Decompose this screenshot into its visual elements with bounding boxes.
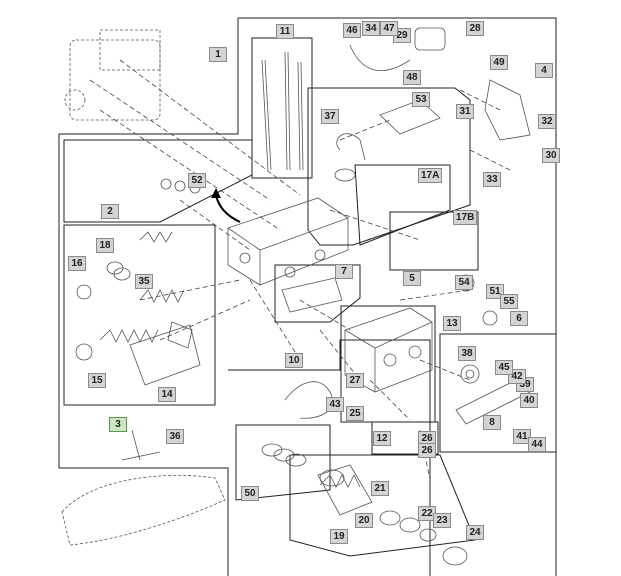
callout-23[interactable]: 23 xyxy=(433,513,451,528)
callout-14[interactable]: 14 xyxy=(158,387,176,402)
rods xyxy=(261,51,304,171)
callout-55[interactable]: 55 xyxy=(500,294,518,309)
box-left-lower xyxy=(63,224,216,406)
callout-47[interactable]: 47 xyxy=(380,21,398,36)
callout-54[interactable]: 54 xyxy=(455,275,473,290)
callout-27[interactable]: 27 xyxy=(346,373,364,388)
callout-3[interactable]: 3 xyxy=(109,417,127,432)
callout-16[interactable]: 16 xyxy=(68,256,86,271)
callout-35[interactable]: 35 xyxy=(135,274,153,289)
main-outline xyxy=(58,18,239,576)
valve-body xyxy=(227,197,349,286)
lower-outline xyxy=(228,339,431,576)
solenoid-parts xyxy=(334,27,531,182)
callout-30[interactable]: 30 xyxy=(542,148,560,163)
ghost-lever xyxy=(61,474,226,546)
callout-10[interactable]: 10 xyxy=(285,353,303,368)
callout-21[interactable]: 21 xyxy=(371,481,389,496)
callout-4[interactable]: 4 xyxy=(535,63,553,78)
callout-1[interactable]: 1 xyxy=(209,47,227,62)
callout-33[interactable]: 33 xyxy=(483,172,501,187)
box-19 xyxy=(289,454,476,557)
callout-46[interactable]: 46 xyxy=(343,23,361,38)
callout-36[interactable]: 36 xyxy=(166,429,184,444)
cartridge-20 xyxy=(317,464,373,516)
callout-37[interactable]: 37 xyxy=(321,109,339,124)
callout-51[interactable]: 51 xyxy=(486,284,504,299)
hose xyxy=(284,381,333,419)
callout-12[interactable]: 12 xyxy=(373,431,391,446)
box-6 xyxy=(439,333,557,453)
box-17a xyxy=(354,164,451,246)
callout-52[interactable]: 52 xyxy=(188,173,206,188)
callout-17b[interactable]: 17B xyxy=(453,210,478,225)
callout-17a[interactable]: 17A xyxy=(418,168,443,183)
callout-38[interactable]: 38 xyxy=(458,346,476,361)
callout-18[interactable]: 18 xyxy=(96,238,114,253)
callout-13[interactable]: 13 xyxy=(443,316,461,331)
callout-15[interactable]: 15 xyxy=(88,373,106,388)
callout-43[interactable]: 43 xyxy=(326,397,344,412)
callout-31[interactable]: 31 xyxy=(456,104,474,119)
callout-2[interactable]: 2 xyxy=(101,204,119,219)
callout-26b[interactable]: 26 xyxy=(418,443,436,458)
box-17b xyxy=(389,211,479,271)
callout-6[interactable]: 6 xyxy=(510,311,528,326)
callout-44[interactable]: 44 xyxy=(528,437,546,452)
callout-24[interactable]: 24 xyxy=(466,525,484,540)
callout-34[interactable]: 34 xyxy=(362,21,380,36)
springs xyxy=(99,231,361,488)
callout-40[interactable]: 40 xyxy=(520,393,538,408)
callout-45[interactable]: 45 xyxy=(495,360,513,375)
callout-28[interactable]: 28 xyxy=(466,21,484,36)
lever-36 xyxy=(121,429,161,461)
callout-8[interactable]: 8 xyxy=(483,415,501,430)
plates xyxy=(129,277,531,425)
callout-5[interactable]: 5 xyxy=(403,271,421,286)
callout-11[interactable]: 11 xyxy=(276,24,294,39)
ghost-pump xyxy=(64,29,161,121)
callout-53[interactable]: 53 xyxy=(412,92,430,107)
callout-41[interactable]: 41 xyxy=(513,429,531,444)
callout-20[interactable]: 20 xyxy=(355,513,373,528)
box-left-upper xyxy=(63,139,253,223)
box-12 xyxy=(371,421,439,455)
callout-48[interactable]: 48 xyxy=(403,70,421,85)
box-50 xyxy=(235,424,331,501)
callout-49[interactable]: 49 xyxy=(490,55,508,70)
callout-7[interactable]: 7 xyxy=(335,264,353,279)
callout-32[interactable]: 32 xyxy=(538,114,556,129)
callout-25[interactable]: 25 xyxy=(346,406,364,421)
valve-block-13 xyxy=(344,307,433,393)
callout-50[interactable]: 50 xyxy=(241,486,259,501)
callout-19[interactable]: 19 xyxy=(330,529,348,544)
